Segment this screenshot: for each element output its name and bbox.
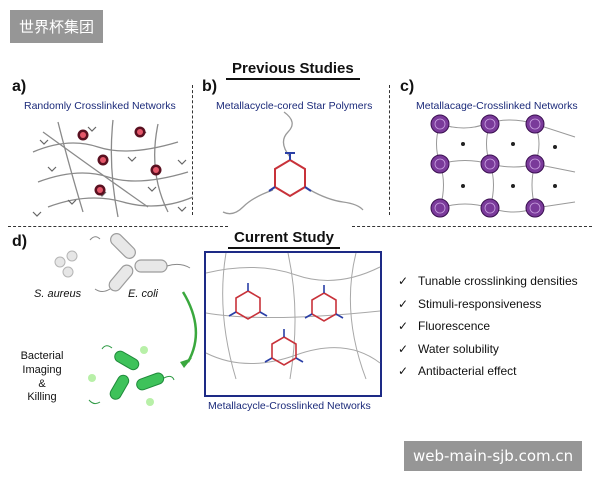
check-icon: ✓ — [398, 364, 409, 379]
feature-text: Stimuli-responsiveness — [418, 296, 542, 311]
random-network-illustration — [32, 119, 194, 218]
feature-text: Fluorescence — [418, 319, 491, 334]
panel-a-caption: Randomly Crosslinked Networks — [24, 100, 176, 112]
check-icon: ✓ — [398, 296, 409, 311]
panel-c-caption: Metallacage-Crosslinked Networks — [416, 100, 578, 112]
network-caption: Metallacycle-Crosslinked Networks — [208, 400, 371, 412]
current-study-title: Current Study — [228, 229, 341, 249]
metallacycle-network-illustration — [205, 252, 381, 380]
previous-studies-title: Previous Studies — [226, 60, 360, 80]
metallacage-network-illustration — [430, 114, 576, 218]
panel-d-label: d) — [12, 233, 28, 250]
imaging-line2: & — [38, 377, 46, 390]
feature-item: ✓ Water solubility — [398, 338, 578, 361]
e-coli-label: E. coli — [128, 288, 158, 300]
panel-a-label: a) — [12, 78, 27, 95]
s-aureus-label: S. aureus — [34, 288, 82, 300]
separator-top-bottom — [8, 226, 228, 227]
check-icon: ✓ — [398, 341, 409, 356]
feature-item: ✓ Antibacterial effect — [398, 360, 578, 383]
network-box — [204, 251, 382, 397]
bacteria-illustration — [54, 233, 191, 292]
feature-item: ✓ Fluorescence — [398, 315, 578, 338]
feature-item: ✓ Stimuli-responsiveness — [398, 293, 578, 316]
feature-text: Water solubility — [418, 341, 499, 356]
check-icon: ✓ — [398, 274, 409, 289]
imaging-label: Bacterial Imaging & Killing — [2, 350, 82, 405]
imaging-line1: Bacterial Imaging — [20, 350, 64, 376]
feature-text: Tunable crosslinking densities — [418, 274, 578, 289]
imaging-line3: Killing — [27, 391, 57, 404]
panel-b-caption: Metallacycle-cored Star Polymers — [216, 100, 373, 112]
arrow-to-imaging — [180, 291, 198, 368]
fluorescent-bacteria-illustration — [88, 345, 175, 406]
feature-list: ✓ Tunable crosslinking densities ✓ Stimuli… — [398, 270, 578, 383]
watermark-top: 世界杯集团 — [10, 10, 104, 43]
panel-c-label: c) — [400, 78, 415, 95]
watermark-bottom: web-main-sjb.com.cn — [404, 441, 583, 471]
star-polymer-illustration — [222, 111, 364, 215]
separator-ab — [192, 85, 193, 215]
feature-text: Antibacterial effect — [418, 364, 517, 379]
feature-item: ✓ Tunable crosslinking densities — [398, 270, 578, 293]
separator-bc — [389, 85, 390, 215]
separator-top-bottom-right — [352, 226, 592, 227]
panel-b-label: b) — [202, 78, 218, 95]
check-icon: ✓ — [398, 319, 409, 334]
